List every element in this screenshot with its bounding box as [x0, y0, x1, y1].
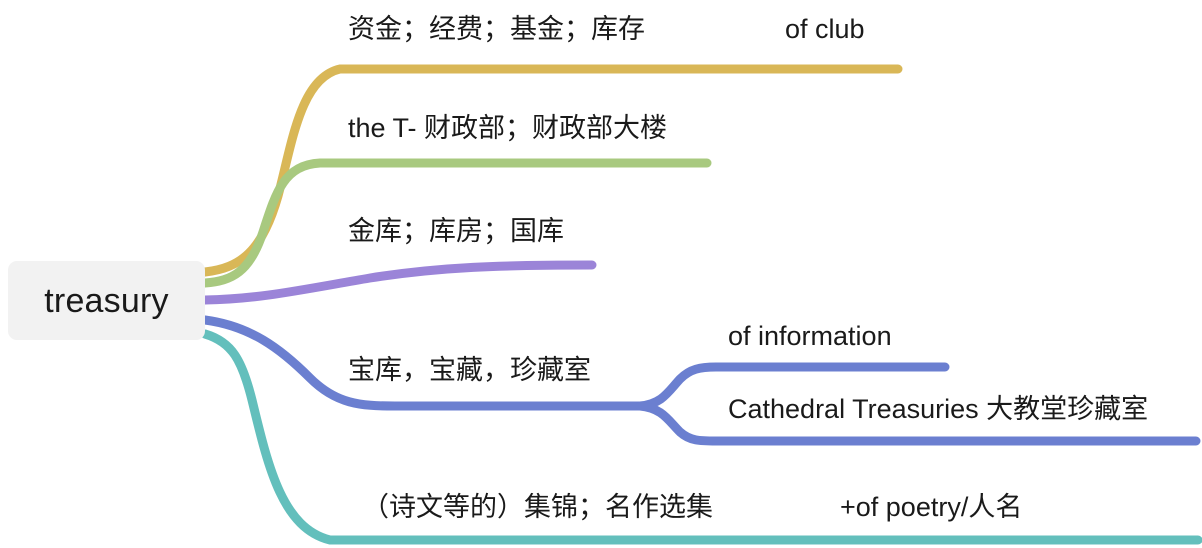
- branch-1-label[interactable]: 资金；经费；基金；库存: [348, 14, 645, 44]
- branch-1-extra-label[interactable]: of club: [785, 14, 865, 44]
- branch-4-sub-1-label[interactable]: of information: [728, 321, 892, 351]
- branch-line-5[interactable]: [200, 329, 1202, 545]
- branch-4-label[interactable]: 宝库，宝藏，珍藏室: [348, 355, 591, 385]
- branch-line-4-sub-2[interactable]: [635, 401, 1201, 446]
- branch-5-extra-label[interactable]: +of poetry/人名: [840, 492, 1023, 522]
- branch-line-2[interactable]: [200, 158, 712, 288]
- branch-5-label[interactable]: （诗文等的）集锦；名作选集: [362, 492, 713, 522]
- root-node[interactable]: treasury: [8, 261, 205, 340]
- branch-4-sub-2-label[interactable]: Cathedral Treasuries 大教堂珍藏室: [728, 394, 1149, 424]
- branch-3-label[interactable]: 金库；库房；国库: [348, 216, 564, 246]
- branch-line-4-sub-1[interactable]: [635, 362, 950, 411]
- branch-line-4[interactable]: [200, 315, 645, 411]
- branch-line-3[interactable]: [200, 260, 597, 305]
- root-node-label: treasury: [44, 281, 169, 320]
- branch-2-label[interactable]: the T- 财政部；财政部大楼: [348, 113, 668, 143]
